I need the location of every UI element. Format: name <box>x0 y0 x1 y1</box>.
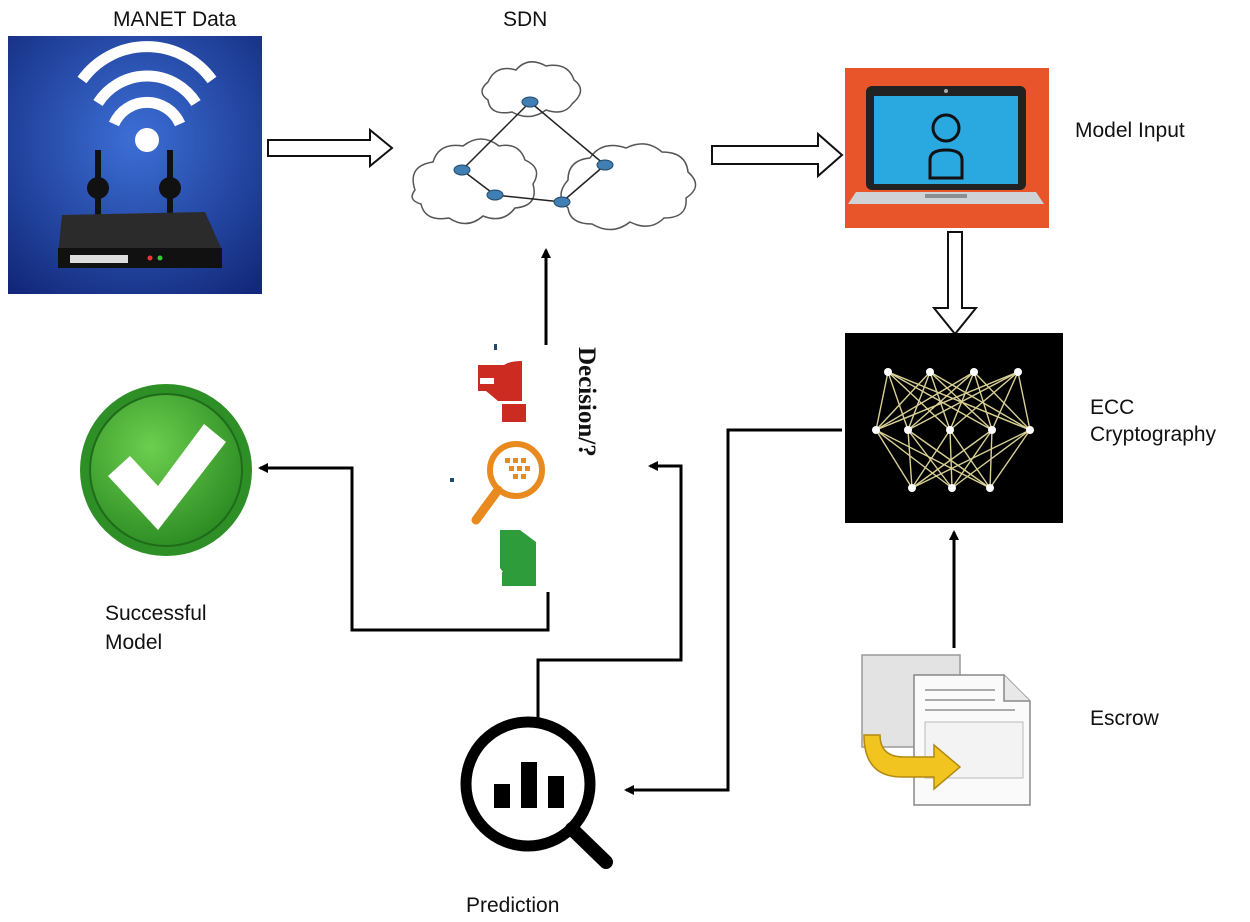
nn-node <box>970 368 978 376</box>
label-ecc-line1: ECC <box>1090 396 1135 419</box>
nn-node <box>946 426 954 434</box>
nn-node <box>908 484 916 492</box>
label-model-input: Model Input <box>1075 119 1185 142</box>
magnifier-chart-icon <box>460 716 613 869</box>
sdn-router-nodes <box>453 96 614 208</box>
nn-node <box>904 426 912 434</box>
cloud-network-icon <box>411 61 697 231</box>
thumbs-magnifier-icon <box>450 344 545 586</box>
label-manet-data: MANET Data <box>113 8 237 31</box>
nn-node <box>884 368 892 376</box>
hollow-arrow-sdn-model <box>711 131 844 179</box>
nn-node <box>872 426 880 434</box>
hollow-arrow-manet-sdn <box>267 127 394 169</box>
magnifier-orange-icon <box>471 441 545 525</box>
arrow-ecc-prediction <box>624 428 842 795</box>
label-prediction: Prediction <box>466 894 560 917</box>
label-sdn: SDN <box>503 8 548 31</box>
arrow-decision-success <box>258 463 550 632</box>
document-transfer-icon <box>861 654 1031 806</box>
wifi-router-icon <box>8 36 262 294</box>
checkmark-icon <box>80 384 252 556</box>
label-decision: Decision/? <box>573 347 600 457</box>
arrow-prediction-decision <box>536 461 683 720</box>
neural-network-icon <box>845 333 1063 523</box>
nn-node <box>1014 368 1022 376</box>
nn-node <box>986 484 994 492</box>
label-escrow: Escrow <box>1090 707 1159 730</box>
thumb-down-icon <box>478 361 526 422</box>
laptop-user-icon <box>845 68 1049 228</box>
hollow-arrow-model-ecc <box>931 231 979 336</box>
label-successful-line2: Model <box>105 631 163 654</box>
nn-node <box>948 484 956 492</box>
nn-node <box>926 368 934 376</box>
label-successful-line1: Successful <box>105 602 207 625</box>
nn-node <box>988 426 996 434</box>
thumb-up-icon <box>500 530 536 586</box>
nn-node <box>1026 426 1034 434</box>
label-ecc-line2: Cryptography <box>1090 423 1217 446</box>
